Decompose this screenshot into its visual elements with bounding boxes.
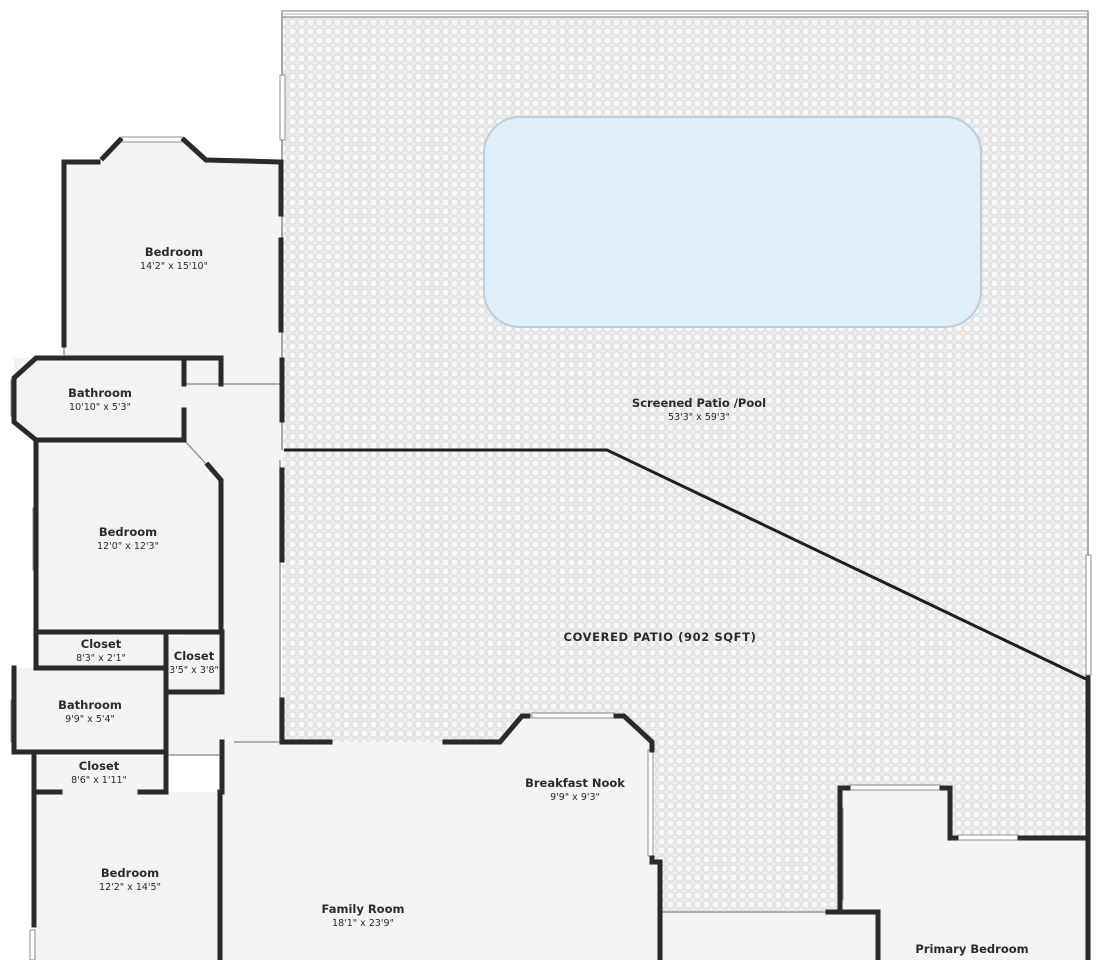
room-name: Bedroom — [145, 245, 203, 259]
room-name: Screened Patio /Pool — [632, 396, 766, 410]
room-name: Closet — [79, 759, 120, 773]
room-dims: 14'2" x 15'10" — [140, 261, 208, 272]
room-breakfast-nook: Breakfast Nook 9'9" x 9'3" — [525, 776, 625, 803]
room-primary-bedroom: Primary Bedroom — [915, 942, 1028, 956]
room-name: Primary Bedroom — [915, 942, 1028, 956]
room-dims: 8'6" x 1'11" — [71, 775, 127, 786]
room-closet-3: Closet 8'6" x 1'11" — [71, 759, 127, 786]
room-name: Bathroom — [68, 386, 132, 400]
room-dims: 8'3" x 2'1" — [76, 653, 126, 664]
room-bathroom-1: Bathroom 10'10" x 5'3" — [68, 386, 132, 413]
room-dims: 10'10" x 5'3" — [69, 402, 131, 413]
room-covered-patio: COVERED PATIO (902 SQFT) — [564, 630, 757, 644]
room-dims: 12'2" x 14'5" — [99, 882, 161, 893]
room-name: COVERED PATIO (902 SQFT) — [564, 630, 757, 644]
room-dims: 53'3" x 59'3" — [668, 412, 730, 423]
interior-floors — [14, 140, 1088, 960]
room-name: Bathroom — [58, 698, 122, 712]
room-dims: 3'5" x 3'8" — [169, 665, 219, 676]
room-name: Closet — [174, 649, 215, 663]
room-name: Bedroom — [101, 866, 159, 880]
room-bedroom-mid: Bedroom 12'0" x 12'3" — [97, 525, 159, 552]
pool — [483, 116, 982, 328]
room-bathroom-2: Bathroom 9'9" x 5'4" — [58, 698, 122, 725]
room-closet-1: Closet 8'3" x 2'1" — [76, 637, 126, 664]
room-bedroom-top: Bedroom 14'2" x 15'10" — [140, 245, 208, 272]
room-dims: 9'9" x 9'3" — [550, 792, 600, 803]
room-name: Closet — [81, 637, 122, 651]
room-closet-2: Closet 3'5" x 3'8" — [169, 649, 219, 676]
room-dims: 12'0" x 12'3" — [97, 541, 159, 552]
room-dims: 18'1" x 23'9" — [332, 918, 394, 929]
room-name: Breakfast Nook — [525, 776, 625, 790]
covered-patio-boundary — [284, 448, 1089, 682]
room-name: Family Room — [322, 902, 405, 916]
room-screened-patio: Screened Patio /Pool 53'3" x 59'3" — [632, 396, 766, 423]
room-dims: 9'9" x 5'4" — [65, 714, 115, 725]
walls — [11, 136, 1091, 960]
room-name: Bedroom — [99, 525, 157, 539]
room-bedroom-bottom: Bedroom 12'2" x 14'5" — [99, 866, 161, 893]
room-family-room: Family Room 18'1" x 23'9" — [322, 902, 405, 929]
